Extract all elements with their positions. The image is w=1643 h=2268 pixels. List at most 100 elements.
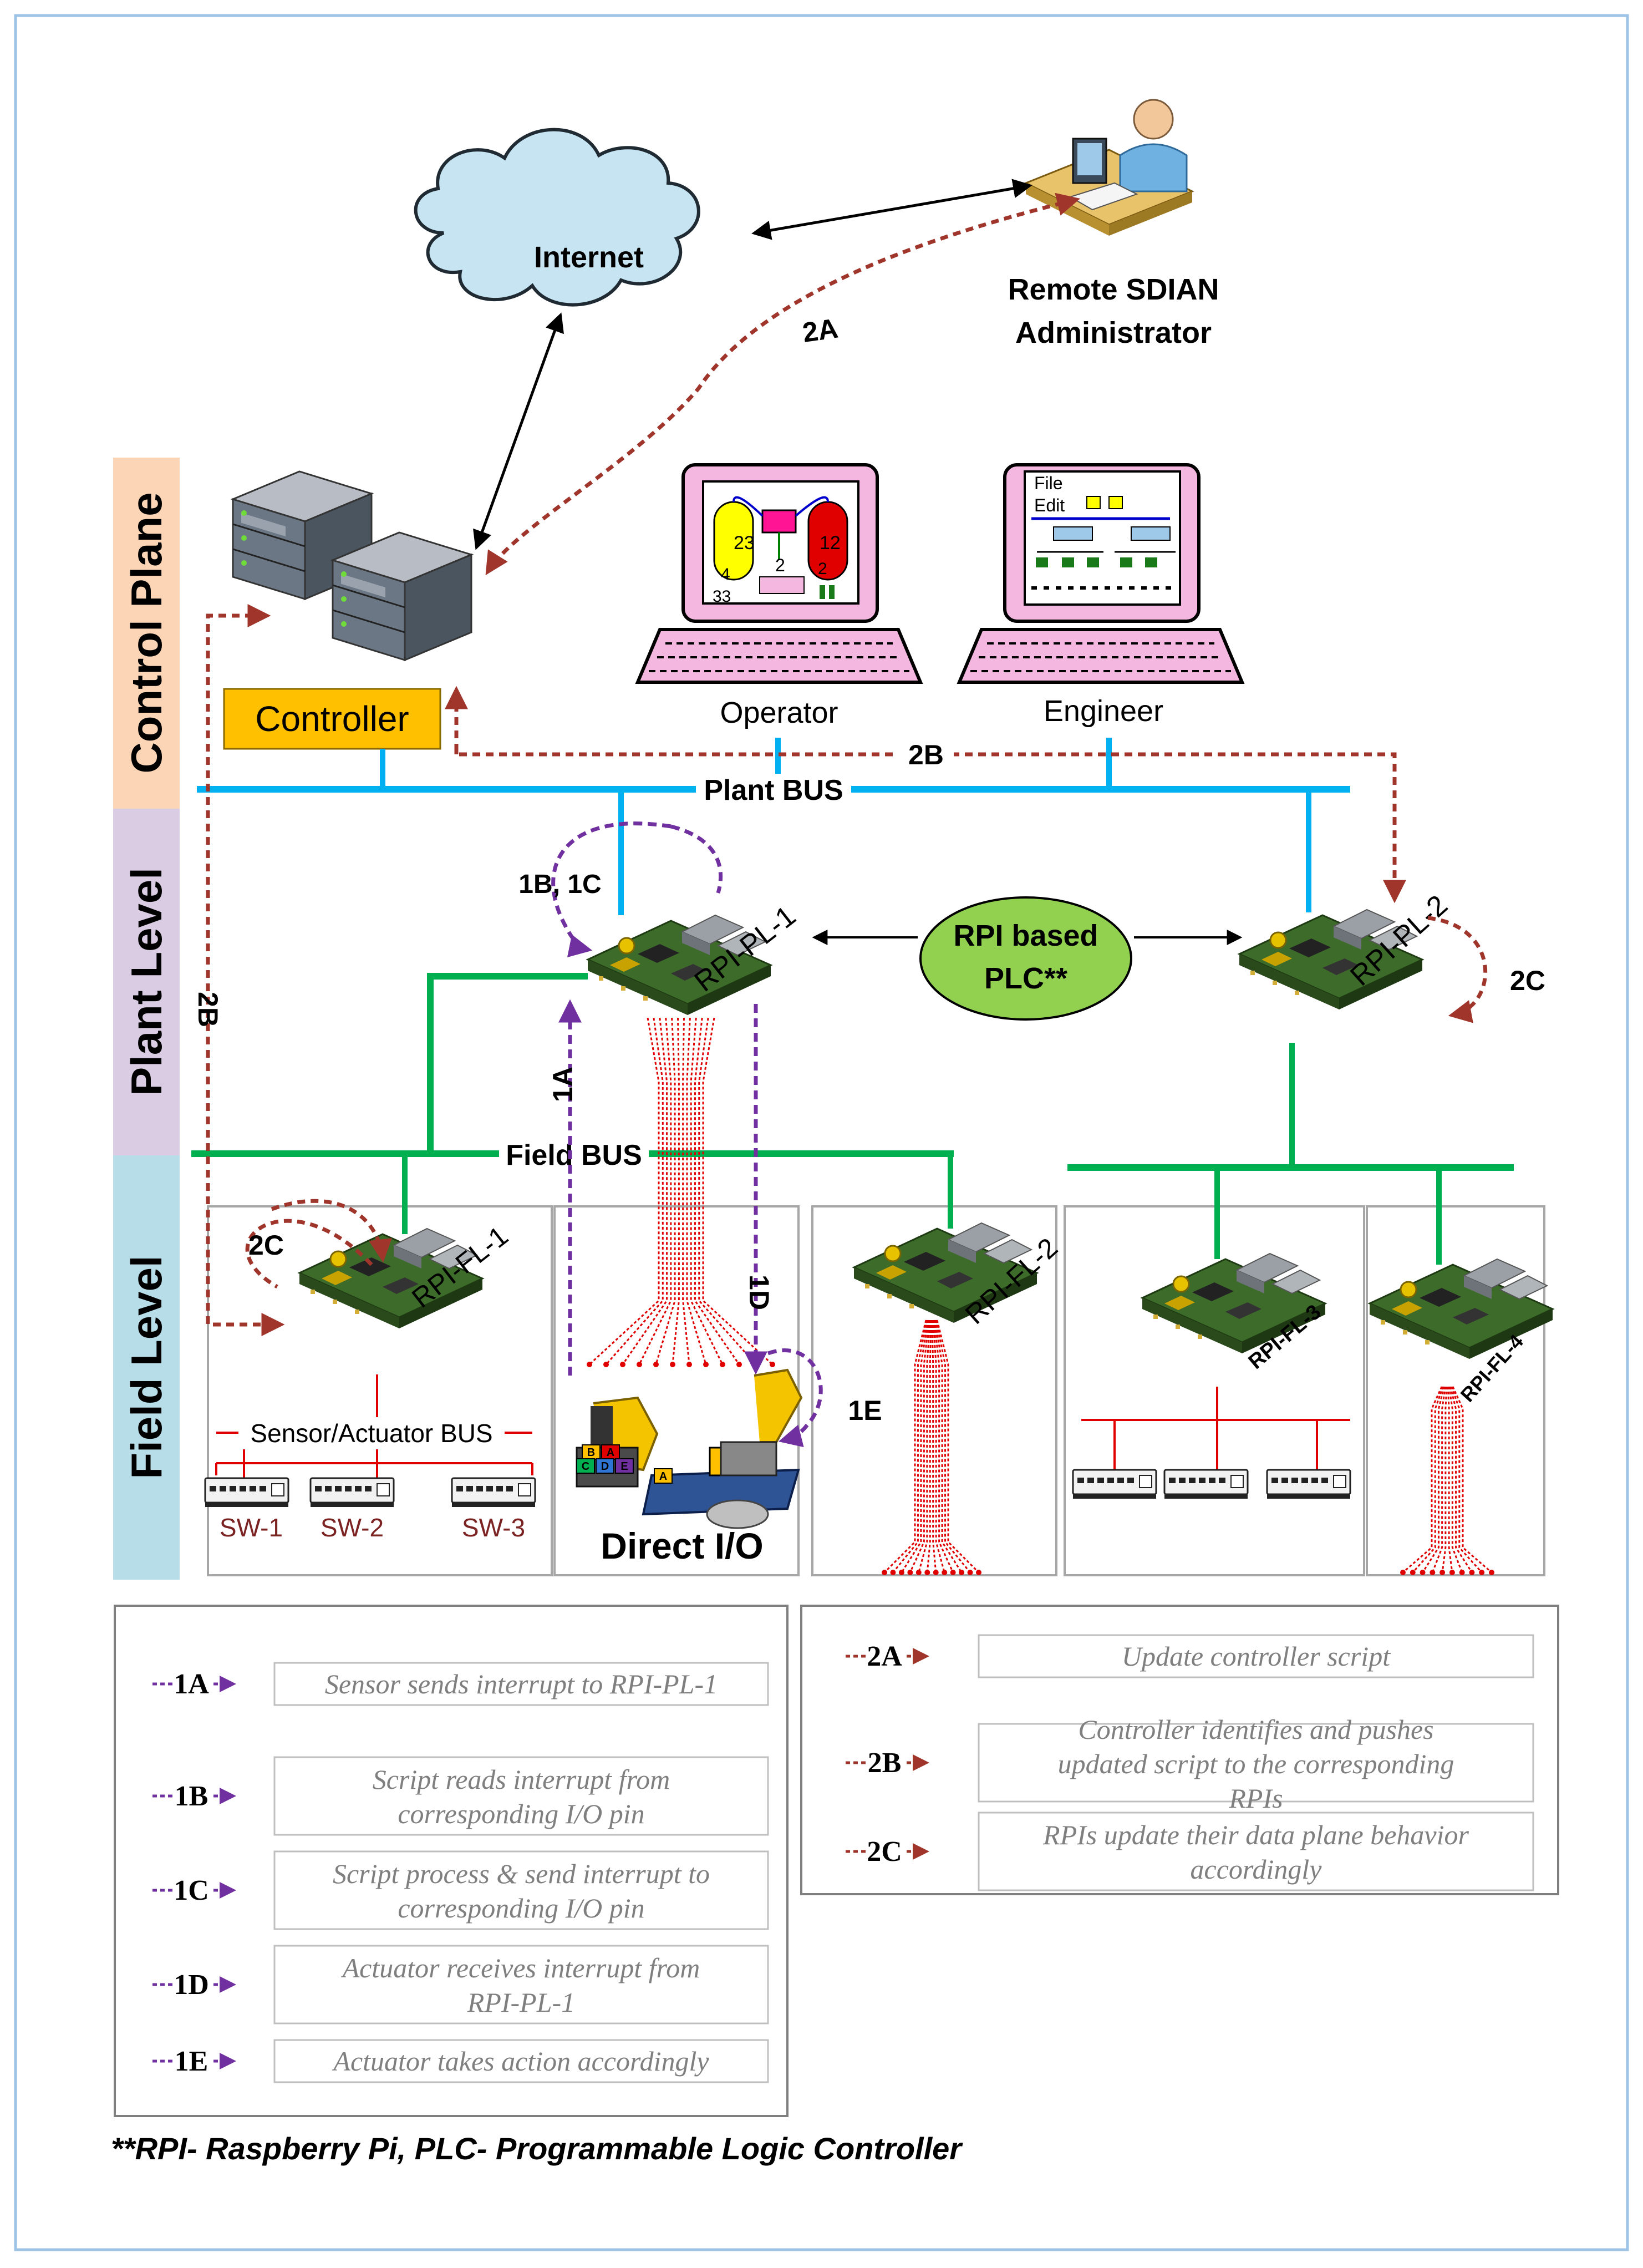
- wire-terminal: [882, 1570, 887, 1575]
- legend-left-text-box: [273, 2039, 769, 2083]
- internet-cloud: Internet: [414, 128, 700, 307]
- wire-terminal: [1439, 1570, 1446, 1575]
- sw-3-label: SW-3: [462, 1513, 525, 1542]
- switch-icon: [1072, 1469, 1157, 1500]
- rpi-plc-line2: PLC**: [984, 962, 1067, 995]
- block-icon: [576, 1458, 595, 1474]
- field-bus: Field BUS: [191, 973, 1514, 1265]
- wire-terminal: [1400, 1570, 1406, 1575]
- internet-admin-link: [751, 179, 1032, 240]
- field-bus-label: Field BUS: [506, 1139, 642, 1171]
- legend-left-tag-1b: 1B: [175, 1780, 208, 1812]
- plant-level-label: Plant Level: [122, 867, 171, 1096]
- controller-server-icon: [232, 470, 472, 661]
- legend-left-text-1b: corresponding I/O pin: [398, 1798, 644, 1829]
- wire-terminal: [736, 1362, 742, 1367]
- controller-label: Controller: [255, 699, 409, 739]
- switch-icon: [1163, 1469, 1249, 1500]
- operator-tank1b-value: 4: [721, 565, 730, 584]
- legend-left-text-box: [273, 1662, 769, 1706]
- wire-terminal: [653, 1362, 659, 1367]
- wire-terminal: [670, 1362, 675, 1367]
- wire-terminal: [890, 1570, 896, 1575]
- wire-terminal: [950, 1570, 956, 1575]
- level-bands: Control Plane Plant Level Field Level: [113, 458, 180, 1580]
- legend-right-text-2c: accordingly: [1191, 1854, 1322, 1885]
- direct-io-label: Direct I/O: [601, 1525, 763, 1566]
- sw-2-label: SW-2: [321, 1513, 384, 1542]
- remote-admin-line2: Administrator: [1015, 316, 1212, 349]
- legend-left-tag-1c: 1C: [174, 1875, 209, 1906]
- flow-label-1a: 1A: [547, 1067, 578, 1102]
- block-icon: [582, 1444, 601, 1460]
- flow-label-2b-side: 2B: [192, 992, 223, 1027]
- block-label: D: [601, 1460, 609, 1473]
- switch-icon: [1266, 1469, 1351, 1500]
- engineer-label: Engineer: [1044, 694, 1163, 728]
- legend-right-tag-2c: 2C: [867, 1836, 902, 1868]
- legend-left-text-1c: Script process & send interrupt to: [333, 1858, 710, 1889]
- legend-left-text-box: [273, 1945, 769, 2025]
- block-label: A: [607, 1447, 614, 1459]
- wire-terminal: [907, 1570, 913, 1575]
- field-level-label: Field Level: [122, 1255, 171, 1479]
- wire-terminal: [1489, 1570, 1494, 1575]
- block-label: E: [620, 1460, 628, 1473]
- engineer-menu-file: File: [1034, 473, 1063, 493]
- rpi-fl-4-wire-bundle: [1400, 1386, 1494, 1575]
- panel-rpi-fl-3: [1064, 1205, 1365, 1576]
- engineer-menu-edit: Edit: [1034, 495, 1065, 515]
- panel-rpi-fl-2: [811, 1205, 1057, 1576]
- flow-label-2c-pl2: 2C: [1510, 965, 1545, 996]
- flow-label-1b-1c: 1B, 1C: [518, 870, 601, 899]
- flow-label-2b-bg: [898, 740, 954, 768]
- panel-rpi-fl-1: [207, 1205, 553, 1576]
- block-label: C: [582, 1460, 589, 1473]
- legend-left-tag-1a: 1A: [174, 1668, 209, 1700]
- internet-label: Internet: [534, 241, 644, 274]
- wire-terminal: [942, 1570, 948, 1575]
- legend-left-tag-1d: 1D: [174, 1969, 209, 2001]
- block-icon: [615, 1458, 634, 1474]
- wire-terminal: [703, 1362, 709, 1367]
- outer-border: [14, 14, 1629, 2251]
- wire-terminal: [933, 1570, 939, 1575]
- rpi-plc-line1: RPI based: [953, 919, 1098, 952]
- wire-terminal: [1469, 1570, 1475, 1575]
- field-panels: [207, 1205, 1545, 1576]
- flow-label-1e: 1E: [848, 1395, 882, 1426]
- flow-label-1d: 1D: [744, 1275, 775, 1310]
- legend-left-text-box: [273, 1850, 769, 1930]
- control-plane-label: Control Plane: [122, 492, 171, 773]
- wire-terminal: [924, 1570, 930, 1575]
- legend-left-text-1d: RPI-PL-1: [467, 1987, 575, 2018]
- legend-left-text-box: [273, 1756, 769, 1836]
- wire-terminal: [770, 1362, 775, 1367]
- field-level-band: [113, 1155, 180, 1580]
- wire-terminal: [1410, 1570, 1416, 1575]
- switch-icon: [204, 1477, 289, 1508]
- plant-bus: Plant BUS: [197, 738, 1350, 915]
- sw-1-label: SW-1: [220, 1513, 283, 1542]
- wire-terminal: [587, 1362, 592, 1367]
- control-plane-band: [113, 458, 180, 809]
- operator-label: Operator: [720, 696, 838, 729]
- remote-admin-line1: Remote SDIAN: [1008, 273, 1219, 306]
- remote-admin-icon: [1024, 99, 1194, 236]
- block-label: B: [587, 1447, 595, 1459]
- operator-tank2b-value: 2: [818, 560, 827, 578]
- rpi-fl-2-wire-bundle: [882, 1320, 981, 1575]
- footnote: **RPI- Raspberry Pi, PLC- Programmable L…: [111, 2131, 963, 2166]
- sensor-bus-label: Sensor/Actuator BUS: [250, 1419, 492, 1448]
- direct-io-wire-bundle: [587, 1017, 775, 1367]
- wire-terminal: [637, 1362, 642, 1367]
- wire-terminal: [720, 1362, 725, 1367]
- legend-left-text-1c: corresponding I/O pin: [398, 1892, 644, 1924]
- flow-label-2c-fl1: 2C: [248, 1230, 284, 1261]
- wire-terminal: [603, 1362, 609, 1367]
- block-icon: [596, 1458, 614, 1474]
- wire-terminal: [967, 1570, 973, 1575]
